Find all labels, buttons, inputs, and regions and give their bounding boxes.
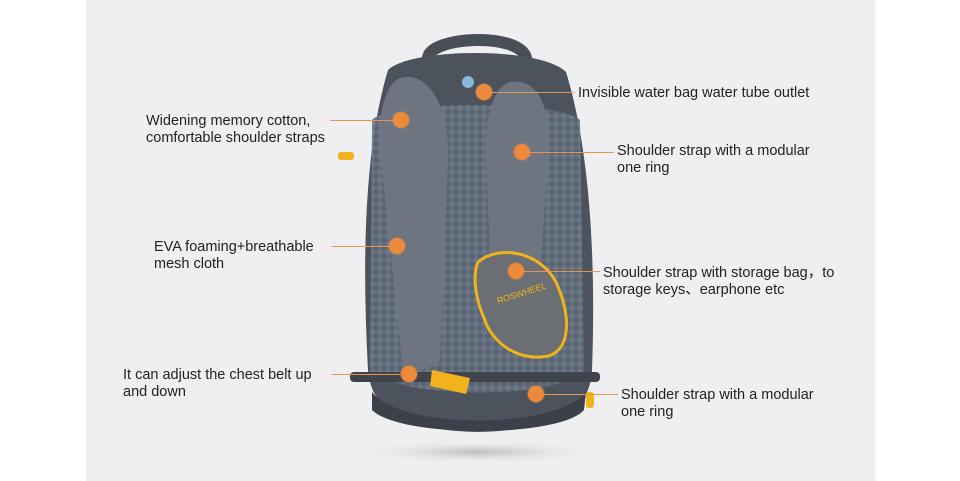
leader-line-left-1	[330, 120, 400, 121]
backpack-bottom	[372, 392, 586, 431]
marker-right-1	[476, 84, 492, 100]
leader-line-left-2	[332, 246, 396, 247]
leader-line-right-2	[522, 152, 614, 153]
left-side-clip	[338, 152, 354, 160]
water-tube-outlet	[462, 76, 474, 88]
marker-right-3	[508, 263, 524, 279]
leader-line-right-3	[516, 271, 600, 272]
left-shoulder-strap	[379, 76, 449, 370]
annotation-left-2: EVA foaming+breathable mesh cloth	[154, 239, 314, 272]
annotation-right-1: Invisible water bag water tube outlet	[578, 85, 810, 101]
marker-right-4	[528, 386, 544, 402]
marker-left-3	[401, 366, 417, 382]
marker-left-2	[389, 238, 405, 254]
leader-line-left-3	[332, 374, 408, 375]
annotation-left-1: Widening memory cotton, comfortable shou…	[146, 113, 325, 146]
floor-shadow	[348, 440, 608, 464]
chest-buckle	[430, 370, 470, 394]
strap-storage-bag	[473, 250, 568, 359]
marker-right-2	[514, 144, 530, 160]
top-handle	[422, 34, 532, 64]
annotation-left-3: It can adjust the chest belt up and down	[123, 367, 312, 400]
right-side-clip	[586, 392, 594, 408]
annotation-right-4: Shoulder strap with a modular one ring	[621, 387, 814, 420]
leader-line-right-4	[536, 394, 618, 395]
annotation-right-2: Shoulder strap with a modular one ring	[617, 143, 810, 176]
leader-line-right-1	[484, 92, 574, 93]
annotation-right-3: Shoulder strap with storage bag，to stora…	[603, 265, 835, 298]
marker-left-1	[393, 112, 409, 128]
